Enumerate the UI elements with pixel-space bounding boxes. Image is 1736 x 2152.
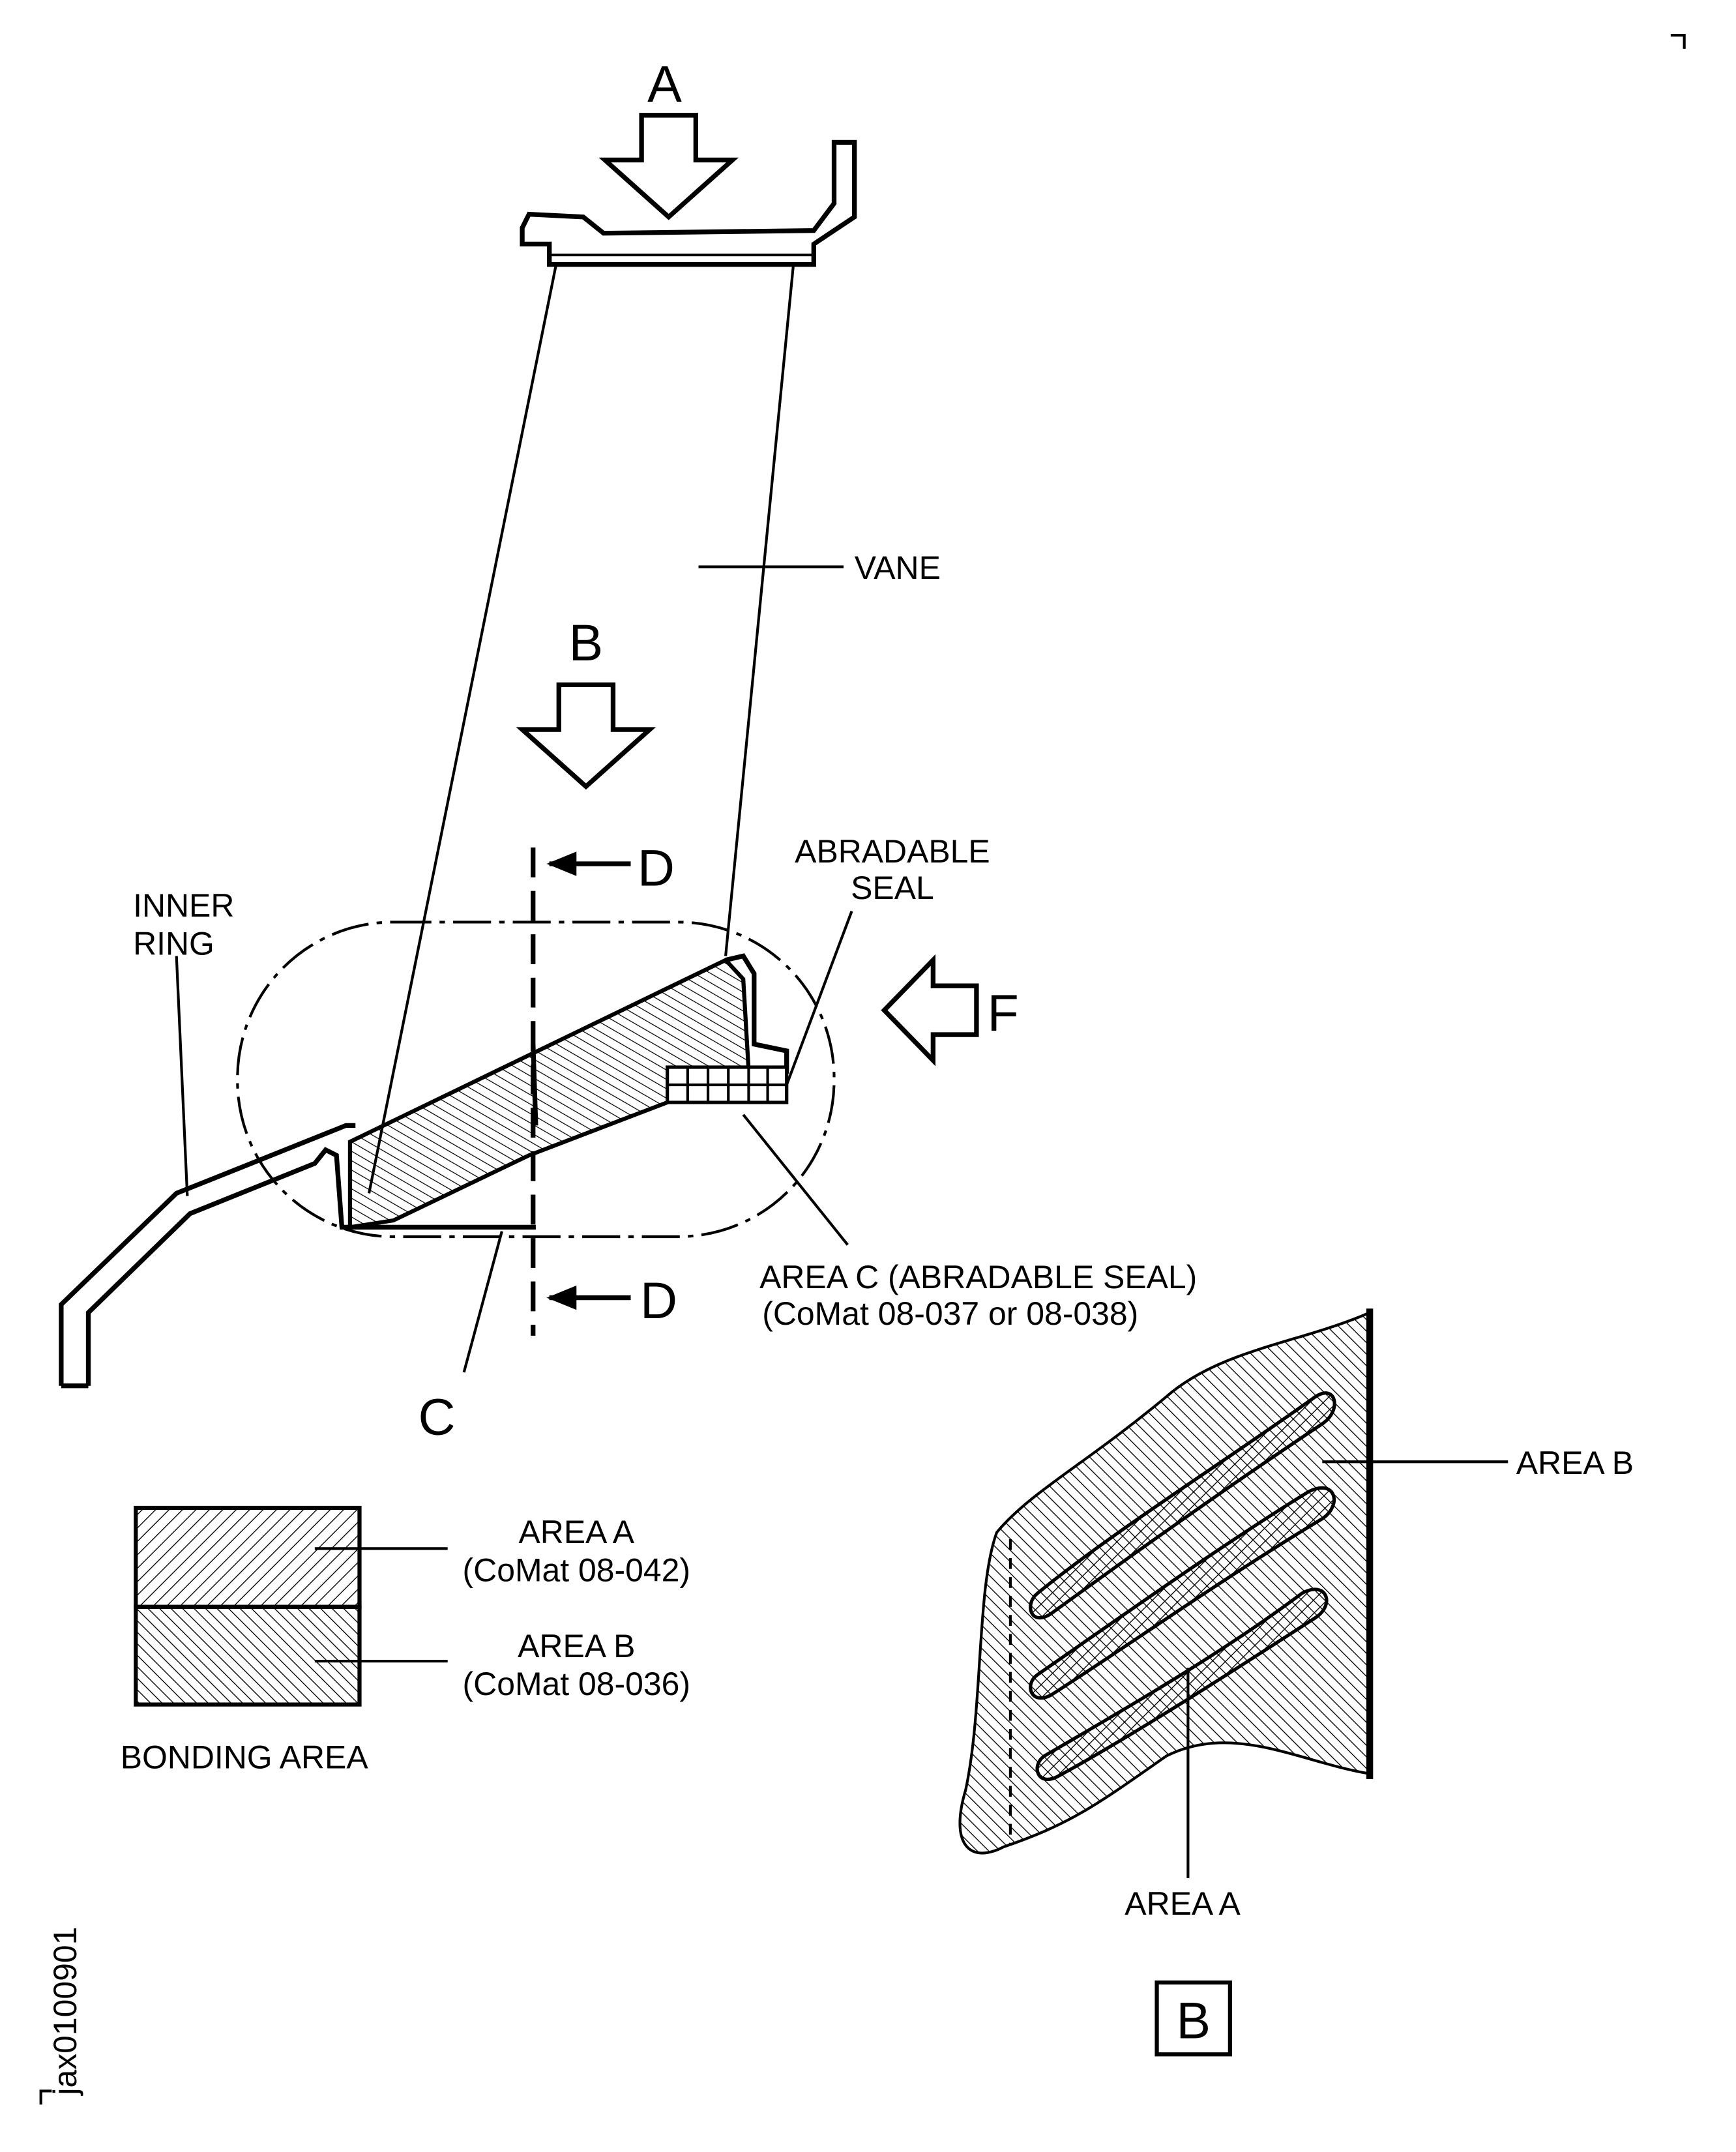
inner-ring-leader: [175, 956, 189, 1196]
outer-flange: [520, 140, 857, 267]
detail-b-label-box: [1155, 1980, 1232, 2057]
area-c-label: AREA C (ABRADABLE SEAL): [759, 1259, 1197, 1295]
section-d-label-top: D: [638, 838, 675, 896]
inner-ring-label-2: RING: [133, 925, 214, 962]
legend-area-a: AREA A: [519, 1514, 635, 1550]
detail-b-area-b-label: AREA B: [1516, 1445, 1634, 1481]
bonded-seal-section: [347, 957, 751, 1230]
vane-label: VANE: [855, 550, 941, 586]
section-d-arrow-top: [546, 851, 631, 876]
section-d-label-bottom: D: [640, 1271, 677, 1329]
corner-mark: [1670, 34, 1686, 49]
section-d-arrow-bottom: [546, 1285, 631, 1310]
legend-area-b: AREA B: [518, 1628, 635, 1664]
legend-area-a-material: (CoMat 08-042): [463, 1552, 691, 1588]
view-f-label: F: [988, 984, 1019, 1042]
abradable-seal-label: ABRADABLE: [795, 833, 990, 870]
area-c-leader: [742, 1113, 849, 1246]
legend-area-b-material: (CoMat 08-036): [463, 1666, 691, 1702]
view-f-arrow-icon: [881, 954, 979, 1067]
detail-c-label: C: [419, 1388, 456, 1446]
view-b-arrow-icon: [516, 682, 656, 790]
figure-code: jax0100901: [47, 1927, 83, 2097]
detail-b-area-a-label: AREA A: [1125, 1885, 1241, 1922]
detail-c-leader: [462, 1231, 503, 1373]
bonding-area-legend: [134, 1505, 448, 1707]
abradable-seal-honeycomb: [666, 1065, 789, 1104]
abradable-seal-leader: [785, 911, 853, 1085]
abradable-seal-label-2: SEAL: [851, 870, 934, 906]
vane: [368, 264, 795, 1194]
inner-ring-label: INNER: [133, 887, 234, 924]
inner-ring: [59, 1123, 536, 1389]
view-a-label: A: [647, 55, 682, 113]
detail-b-view: [958, 1308, 1374, 1855]
section-cut-mark: [531, 1044, 538, 1126]
detail-c-outline: [236, 921, 836, 1239]
code-mark: [39, 2089, 52, 2105]
view-b-label: B: [568, 613, 603, 671]
legend-title: BONDING AREA: [121, 1739, 369, 1775]
area-c-material: (CoMat 08-037 or 08-038): [762, 1295, 1138, 1332]
detail-b-label: B: [1176, 1991, 1211, 2049]
view-a-arrow-icon: [598, 113, 739, 220]
